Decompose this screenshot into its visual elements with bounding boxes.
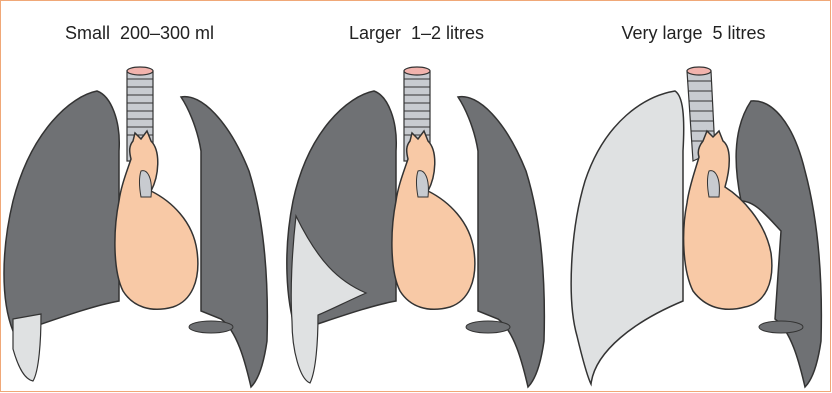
pleural-fluid bbox=[13, 314, 41, 381]
chest-illustration bbox=[1, 1, 278, 393]
panel-larger-effusion: Larger 1–2 litres bbox=[278, 1, 555, 393]
left-lung bbox=[4, 91, 119, 331]
panel-very-large-effusion: Very large 5 litres bbox=[555, 1, 832, 393]
stomach-bubble bbox=[759, 321, 803, 333]
panel-small-effusion: Small 200–300 ml bbox=[1, 1, 278, 393]
chest-illustration bbox=[555, 1, 832, 393]
stomach-bubble bbox=[189, 321, 233, 333]
chest-illustration bbox=[278, 1, 555, 393]
stomach-bubble bbox=[466, 321, 510, 333]
pleural-fluid bbox=[571, 91, 684, 384]
